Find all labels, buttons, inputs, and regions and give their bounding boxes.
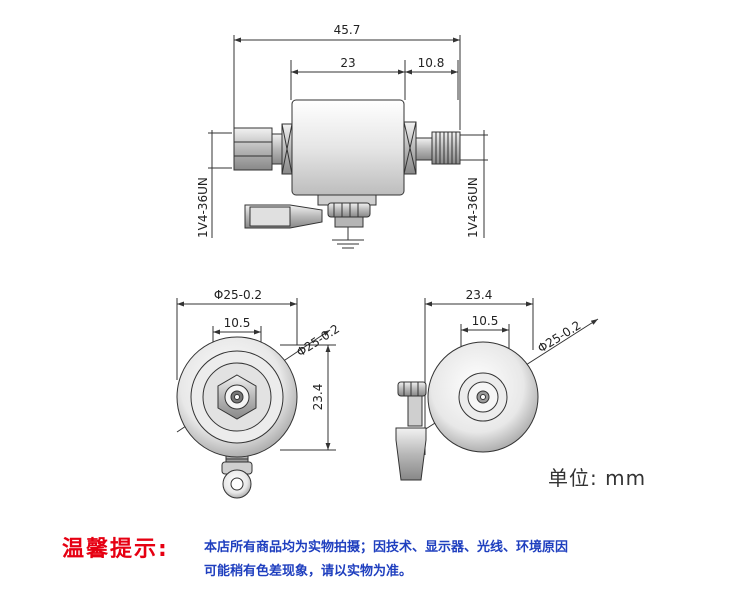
notice-title: 温馨提示: bbox=[62, 537, 169, 562]
dim-body-length: 23 bbox=[340, 56, 355, 70]
ground-terminal bbox=[244, 194, 377, 229]
dim-right-inner: 10.5 bbox=[472, 314, 499, 328]
dim-left-diameter: Φ25-0.2 bbox=[214, 288, 262, 302]
thread-label-left: 1V4-36UN bbox=[196, 177, 210, 238]
dim-connector-length: 10.8 bbox=[418, 56, 445, 70]
left-connector bbox=[233, 123, 293, 175]
unit-label: 单位: mm bbox=[548, 466, 647, 490]
notice-text-line-2: 可能稍有色差现象，请以实物为准。 bbox=[204, 564, 413, 579]
ground-symbol bbox=[332, 227, 364, 249]
dim-right-width: 23.4 bbox=[466, 288, 493, 302]
dim-left-inner: 10.5 bbox=[224, 316, 251, 330]
thread-dim-left bbox=[208, 130, 232, 238]
dim-left-diameter-diagonal: Φ25-0.2 bbox=[294, 322, 342, 360]
thread-label-right: 1V4-36UN bbox=[466, 177, 480, 238]
dim-right-diameter-diagonal: Φ25-0.2 bbox=[535, 318, 583, 355]
notice-text-line-1: 本店所有商品均为实物拍摄；因技术、显示器、光线、环境原因 bbox=[204, 540, 569, 555]
dim-overall-length: 45.7 bbox=[334, 23, 361, 37]
main-body bbox=[291, 99, 405, 196]
right-connector bbox=[403, 121, 461, 175]
thread-dim-right bbox=[460, 130, 488, 238]
dim-left-height: 23.4 bbox=[311, 384, 325, 411]
side-view bbox=[233, 35, 461, 130]
left-end-disc bbox=[176, 336, 298, 499]
right-end-disc bbox=[395, 341, 539, 481]
